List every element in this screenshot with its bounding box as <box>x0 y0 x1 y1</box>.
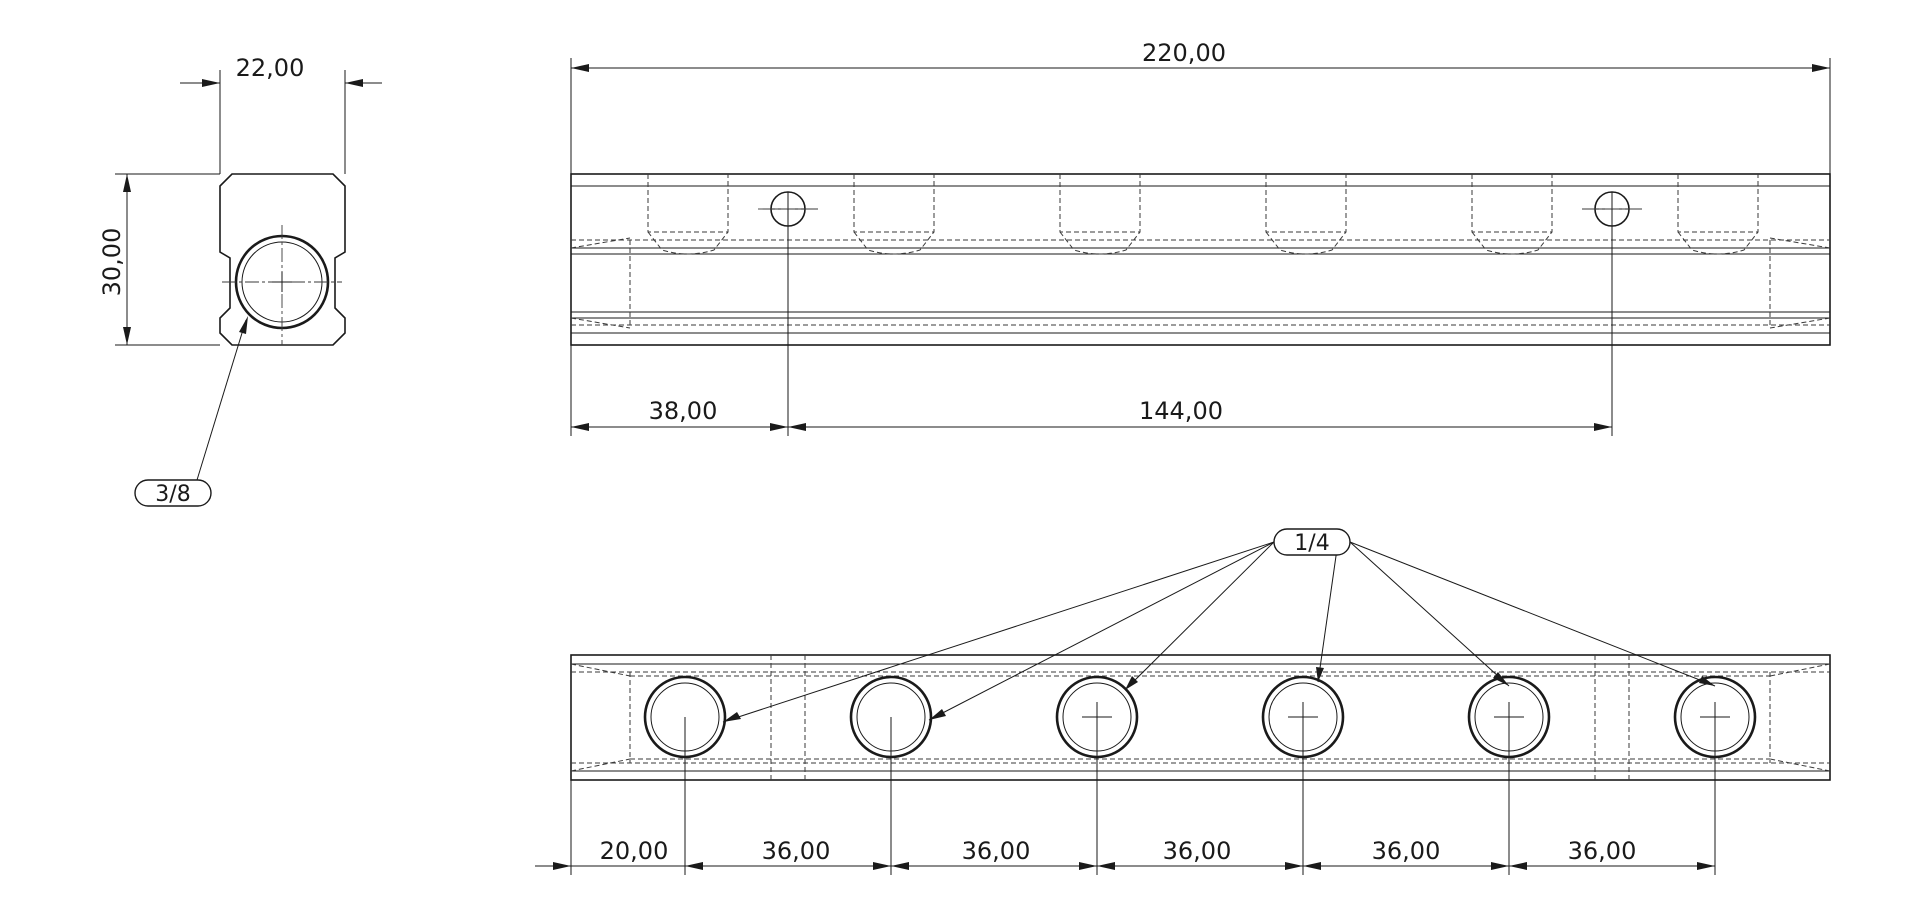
hole-offset-arrow-b <box>770 423 788 431</box>
outlet-thread-arrow <box>723 712 741 722</box>
top-view-hidden-taper-1 <box>570 663 631 677</box>
port-dim-arrow <box>1697 862 1715 870</box>
outlet-thread-leader <box>1124 541 1275 691</box>
port-dim-arrow <box>1079 862 1097 870</box>
port-dim-arrow <box>1491 862 1509 870</box>
hidden-port-profile <box>1059 174 1141 255</box>
front-view-hidden-taper-left-bottom <box>570 317 631 329</box>
top-view-hidden-taper-2 <box>570 758 631 772</box>
outlet-thread-arrow <box>1699 676 1715 686</box>
port-spacing-label: 36,00 <box>1568 837 1637 865</box>
hidden-port-profile <box>1265 174 1347 255</box>
port-dim-arrow <box>873 862 891 870</box>
inlet-thread-leader <box>196 319 247 481</box>
outlet-thread-label: 1/4 <box>1294 531 1329 556</box>
outlet-thread-leader <box>1349 541 1716 687</box>
outlet-thread-arrow <box>929 709 946 720</box>
inlet-thread-bubble <box>134 479 212 507</box>
top-view: 1/4 20,00 36,00 36,00 36,00 <box>535 528 1831 875</box>
outlet-thread-arrow <box>1316 667 1324 682</box>
port-spacing-label: 36,00 <box>1372 837 1441 865</box>
front-view-hidden-taper-left-top <box>570 237 631 249</box>
outlet-thread-leader <box>1317 541 1339 683</box>
outlet-port-center-marks <box>1082 702 1730 732</box>
port-dim-arrow <box>1509 862 1527 870</box>
end-view-profile <box>219 173 346 346</box>
hole-offset-label: 38,00 <box>649 397 718 425</box>
outlet-thread-arrow <box>1493 672 1509 686</box>
overall-length-arrow-right <box>1812 64 1830 72</box>
end-view: 22,00 30,00 3/8 <box>98 54 382 507</box>
front-view-outline <box>570 173 1831 346</box>
overall-length-label: 220,00 <box>1142 39 1226 67</box>
port-dim-arrow <box>1285 862 1303 870</box>
end-height-arrow-bottom <box>123 327 131 345</box>
overall-length-arrow-left <box>571 64 589 72</box>
outlet-thread-leader <box>722 541 1275 723</box>
hidden-port-profile <box>1677 174 1759 255</box>
hidden-port-profile <box>853 174 935 255</box>
end-width-arrow-right <box>345 79 363 87</box>
outlet-thread-callout: 1/4 <box>722 528 1716 723</box>
front-view-hidden-taper-right-top <box>1769 237 1831 249</box>
outlet-thread-leader <box>928 541 1275 721</box>
hole-spacing-label: 144,00 <box>1139 397 1223 425</box>
inlet-thread-leader-arrow <box>239 316 248 334</box>
port-dim-arrow <box>685 862 703 870</box>
port-spacing-label: 36,00 <box>762 837 831 865</box>
port-dim-arrow <box>1303 862 1321 870</box>
port-spacing-dimensions: 20,00 36,00 36,00 36,00 36,00 36,00 <box>535 717 1716 875</box>
end-width-label: 22,00 <box>236 54 305 82</box>
front-view-hidden-ports <box>647 174 1759 255</box>
outlet-thread-bubble <box>1273 528 1351 556</box>
hidden-port-profile <box>647 174 729 255</box>
top-view-hidden-taper-4 <box>1769 758 1831 772</box>
front-view: 220,00 38,00 144,00 <box>570 39 1831 436</box>
top-view-outline <box>570 654 1831 781</box>
port-dim-arrow <box>553 862 571 870</box>
hidden-port-profile <box>1471 174 1553 255</box>
top-view-hidden-taper-3 <box>1769 663 1831 677</box>
port-first-offset-label: 20,00 <box>600 837 669 865</box>
hole-spacing-arrow-a <box>788 423 806 431</box>
port-spacing-label: 36,00 <box>1163 837 1232 865</box>
port-dim-arrow <box>891 862 909 870</box>
end-height-label: 30,00 <box>98 228 126 297</box>
outlet-thread-leader <box>1349 541 1510 687</box>
outlet-thread-arrow <box>1125 676 1138 690</box>
outlet-ports <box>643 675 1757 759</box>
front-view-hidden-taper-right-bottom <box>1769 317 1831 329</box>
hole-offset-arrow-a <box>571 423 589 431</box>
hole-spacing-arrow-b <box>1594 423 1612 431</box>
inlet-thread-label: 3/8 <box>155 482 190 507</box>
port-spacing-label: 36,00 <box>962 837 1031 865</box>
end-width-arrow-left <box>202 79 220 87</box>
port-dim-arrow <box>1097 862 1115 870</box>
end-height-arrow-top <box>123 174 131 192</box>
